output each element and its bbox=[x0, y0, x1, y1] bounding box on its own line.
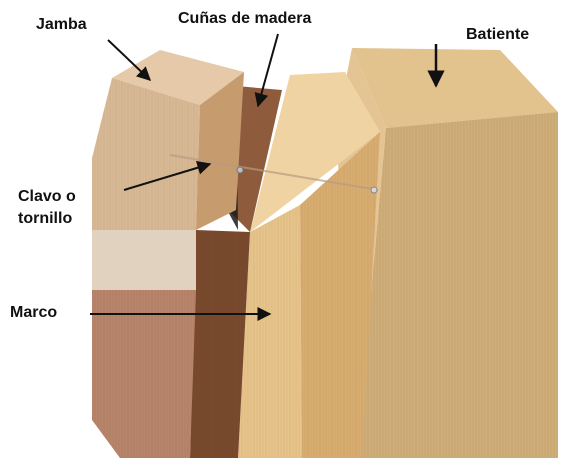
jamba-top-face bbox=[112, 50, 244, 105]
leader-arrows bbox=[90, 33, 445, 321]
marco-board bbox=[238, 72, 380, 458]
jamba-side-face bbox=[196, 72, 244, 230]
nail-or-screw bbox=[169, 154, 379, 194]
label-cunas: Cuñas de madera bbox=[178, 10, 312, 27]
arrow-clavo bbox=[123, 160, 212, 191]
marco-top bbox=[250, 72, 380, 232]
label-marco: Marco bbox=[10, 304, 58, 321]
jamba-end-grain bbox=[92, 230, 196, 290]
arrow-jamba bbox=[107, 39, 152, 81]
label-batiente: Batiente bbox=[466, 26, 530, 43]
label-jamba: Jamba bbox=[36, 16, 87, 33]
batiente-top bbox=[352, 48, 558, 128]
label-clavo-line2: tornillo bbox=[18, 210, 73, 227]
jamba-board bbox=[92, 50, 244, 458]
label-clavo-line1: Clavo o bbox=[18, 188, 76, 205]
arrow-cunas bbox=[254, 33, 279, 108]
